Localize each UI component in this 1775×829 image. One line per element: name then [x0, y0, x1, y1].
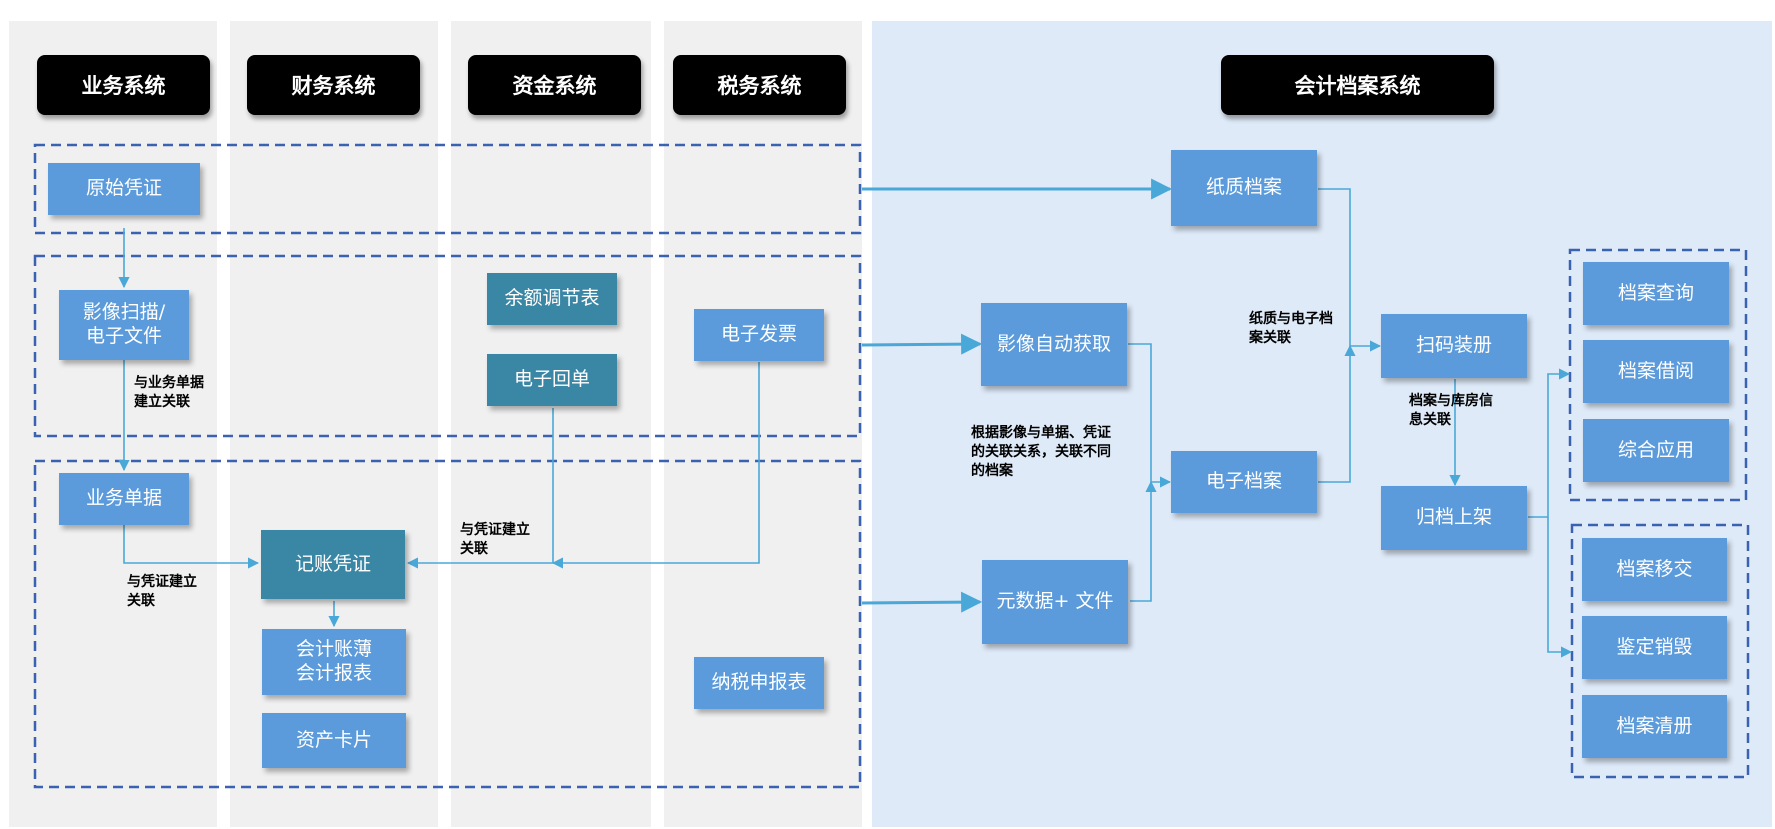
node-appraisal-destroy: 鉴定销毁 — [1582, 616, 1727, 679]
node-archive-list: 档案清册 — [1582, 695, 1727, 758]
node-image-scan: 影像扫描/ 电子文件 — [59, 290, 189, 360]
label-paper-electronic-link: 纸质与电子档 案关联 — [1249, 311, 1333, 346]
node-electronic-invoice: 电子发票 — [694, 309, 824, 361]
label-link-voucher-mid: 与凭证建立 关联 — [460, 522, 530, 557]
header-archive-system: 会计档案系统 — [1221, 55, 1494, 115]
arrow-shelving-to-management — [1547, 517, 1573, 658]
node-asset-card: 资产卡片 — [262, 713, 406, 768]
arrow-to-image-fetch — [861, 333, 983, 355]
node-image-auto-fetch: 影像自动获取 — [981, 303, 1127, 386]
header-business-system: 业务系统 — [37, 55, 210, 115]
header-finance-system: 财务系统 — [247, 55, 420, 115]
node-original-voucher: 原始凭证 — [48, 163, 200, 215]
node-electronic-archive: 电子档案 — [1171, 451, 1317, 513]
node-scan-binding: 扫码装册 — [1381, 314, 1527, 378]
node-archive-transfer: 档案移交 — [1582, 538, 1727, 601]
arrow-to-metadata-file — [861, 591, 983, 613]
arrow-electronic-to-binding — [1318, 344, 1356, 483]
label-link-voucher-left: 与凭证建立 关联 — [127, 574, 197, 609]
lane-funds — [451, 21, 651, 827]
node-balance-reconciliation: 余额调节表 — [487, 273, 617, 325]
node-business-doc: 业务单据 — [59, 473, 189, 525]
node-archive-borrow: 档案借阅 — [1583, 340, 1729, 403]
node-metadata-file: 元数据+ 文件 — [982, 560, 1128, 644]
node-archive-shelving: 归档上架 — [1381, 486, 1527, 550]
arrow-fetch-to-electronic — [1128, 343, 1172, 488]
header-funds-system: 资金系统 — [468, 55, 641, 115]
node-tax-declaration: 纳税申报表 — [694, 657, 824, 709]
node-archive-query: 档案查询 — [1583, 262, 1729, 325]
arrow-paper-to-binding — [1318, 188, 1382, 352]
arrow-invoice-to-voucher — [551, 362, 760, 569]
node-integrated-app: 综合应用 — [1583, 419, 1729, 482]
node-paper-archive: 纸质档案 — [1171, 150, 1317, 226]
node-electronic-receipt: 电子回单 — [487, 354, 617, 406]
header-tax-system: 税务系统 — [673, 55, 846, 115]
dashed-group-electronic — [33, 254, 862, 438]
arrow-business-doc-to-voucher — [123, 524, 260, 569]
label-link-by-image: 根据影像与单据、凭证 的关联关系，关联不同 的档案 — [971, 425, 1111, 479]
node-ledger-report: 会计账薄 会计报表 — [262, 629, 406, 695]
arrow-metadata-to-electronic — [1130, 480, 1157, 602]
arrow-shelving-to-usage — [1528, 368, 1571, 518]
label-archive-warehouse-link: 档案与库房信 息关联 — [1409, 393, 1493, 428]
dashed-group-paper — [33, 143, 862, 235]
node-accounting-voucher: 记账凭证 — [261, 530, 405, 599]
label-link-business-doc: 与业务单据 建立关联 — [134, 375, 204, 410]
lane-business — [9, 21, 217, 827]
